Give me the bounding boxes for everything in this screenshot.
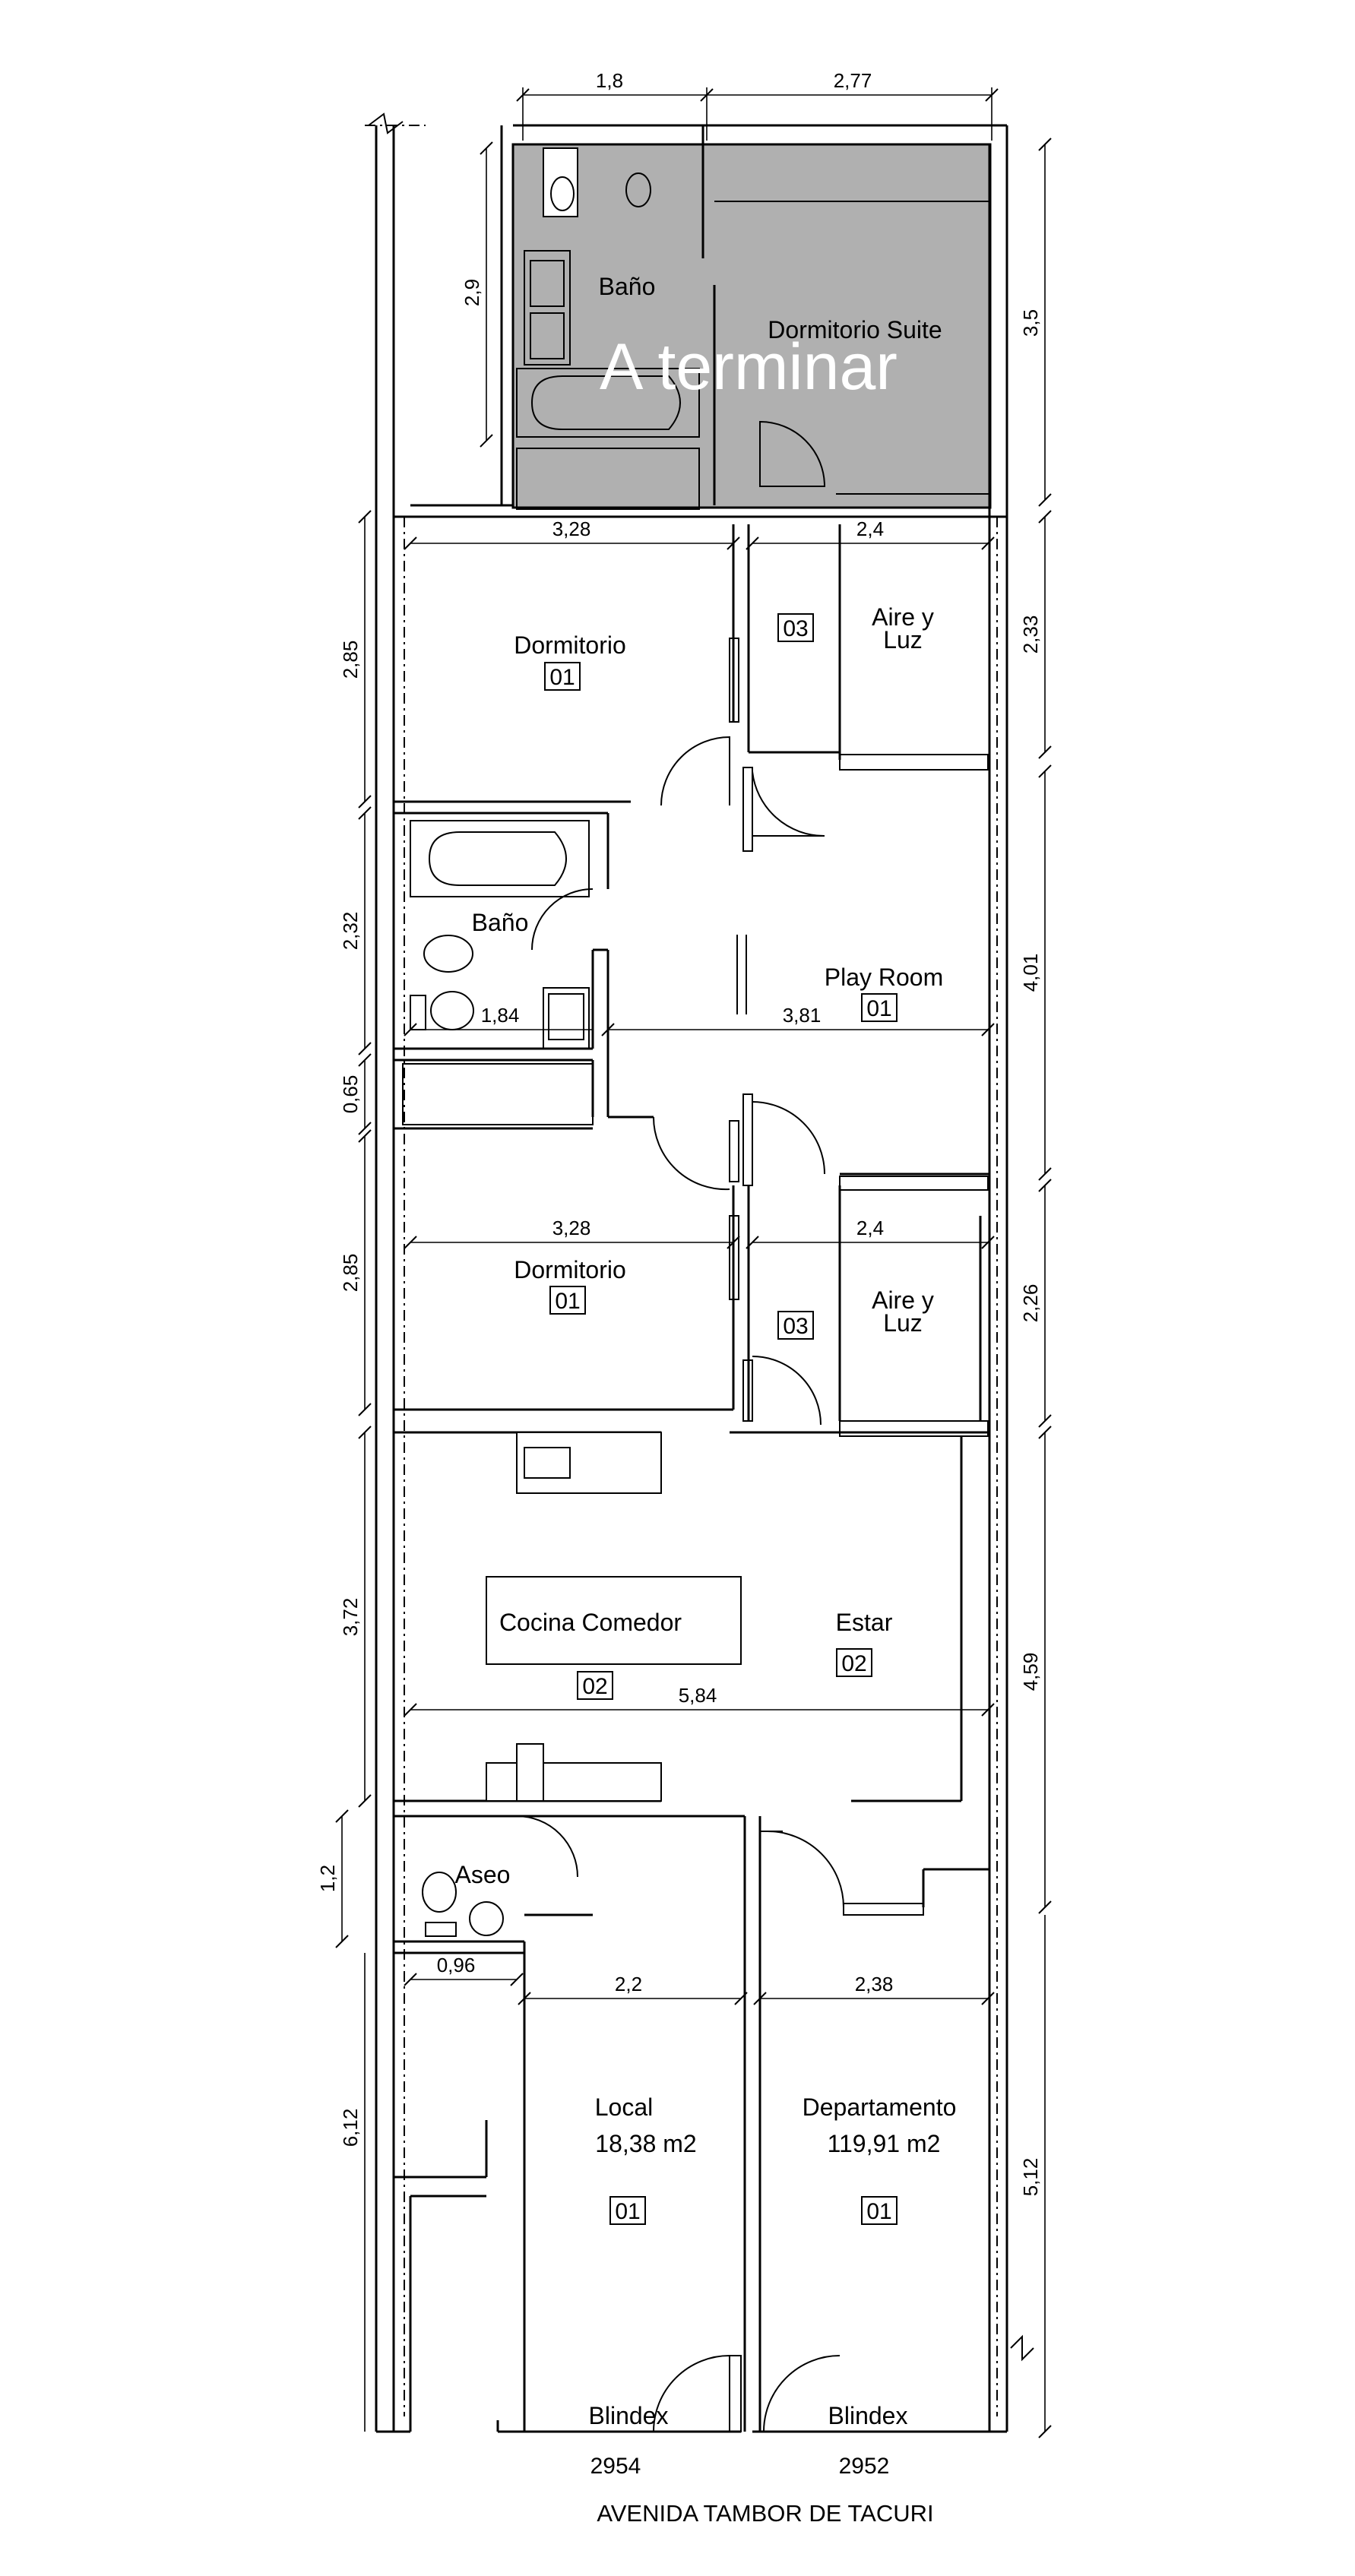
dim-dorm1-height: 2,85 (339, 641, 362, 679)
dim-play-width: 3,81 (783, 1004, 822, 1027)
label-cocina-comedor: Cocina Comedor (499, 1609, 682, 1636)
dim-play-height: 4,01 (1019, 954, 1042, 992)
dim-aire2-height: 2,26 (1019, 1284, 1042, 1323)
code-local: 01 (615, 2199, 640, 2224)
dim-bano2-width: 1,84 (481, 1004, 520, 1027)
label-aire-luz-1a: Aire y (872, 603, 934, 631)
label-aire-luz-2a: Aire y (872, 1286, 934, 1314)
label-blindex-1: Blindex (589, 2402, 669, 2429)
dim-closet-height: 0,65 (339, 1075, 362, 1114)
dim-estar-height: 4,59 (1019, 1653, 1042, 1691)
label-bano-suite: Baño (599, 273, 656, 300)
unfinished-area (511, 143, 992, 509)
code-aire-luz-1: 03 (783, 616, 808, 641)
street-number-right: 2952 (839, 2454, 890, 2479)
code-departamento: 01 (866, 2199, 891, 2224)
overlay-a-terminar: A terminar (600, 331, 898, 403)
code-aire-luz-2: 03 (783, 1314, 808, 1339)
fixtures (402, 147, 742, 1937)
code-cocina: 02 (582, 1674, 607, 1699)
dim-depto-height: 5,12 (1019, 2158, 1042, 2197)
dim-aire1-height: 2,33 (1019, 616, 1042, 654)
label-dormitorio-2: Dormitorio (514, 1256, 626, 1283)
label-blindex-2: Blindex (828, 2402, 908, 2429)
label-departamento-area: 119,91 m2 (828, 2130, 941, 2157)
label-aire-luz-2b: Luz (883, 1309, 923, 1337)
dim-bano2-height: 2,32 (339, 912, 362, 951)
code-dormitorio-2: 01 (555, 1289, 580, 1314)
dim-aseo-width: 0,96 (437, 1954, 476, 1976)
label-dormitorio-1: Dormitorio (514, 631, 626, 659)
dim-local-height: 6,12 (339, 2109, 362, 2147)
code-estar: 02 (841, 1651, 866, 1676)
street-number-left: 2954 (590, 2454, 641, 2479)
label-estar: Estar (836, 1609, 893, 1636)
label-play-room: Play Room (825, 964, 944, 991)
doors (516, 420, 844, 2432)
dim-local-width: 2,2 (615, 1973, 642, 1995)
label-local: Local (595, 2093, 654, 2121)
dim-aseo-height: 1,2 (316, 1865, 339, 1892)
street-name: AVENIDA TAMBOR DE TACURI (597, 2500, 933, 2527)
code-dormitorio-1: 01 (549, 665, 575, 690)
dim-cocina-width: 5,84 (679, 1684, 717, 1707)
dim-dorm2-height: 2,85 (339, 1254, 362, 1293)
outer-walls (365, 112, 1008, 2433)
label-bano-2: Baño (472, 909, 529, 936)
dim-suite-bano-height: 2,9 (461, 279, 483, 306)
label-aire-luz-1b: Luz (883, 626, 923, 653)
dim-aire1-width: 2,4 (856, 517, 884, 540)
label-departamento: Departamento (803, 2093, 957, 2121)
dim-top-right: 2,77 (834, 69, 872, 92)
dimension-lines (335, 87, 1052, 2438)
label-local-area: 18,38 m2 (595, 2130, 696, 2157)
dim-suite-height: 3,5 (1019, 309, 1042, 337)
dim-dorm2-width: 3,28 (552, 1217, 591, 1239)
dim-top-left: 1,8 (596, 69, 623, 92)
label-aseo: Aseo (455, 1861, 511, 1888)
interior-walls (394, 125, 1007, 2432)
label-dormitorio-suite: Dormitorio Suite (768, 316, 942, 343)
dim-depto-width: 2,38 (855, 1973, 894, 1995)
street-info: 2954 2952 AVENIDA TAMBOR DE TACURI (590, 2454, 934, 2527)
dim-aire2-width: 2,4 (856, 1217, 884, 1239)
dim-cocina-height: 3,72 (339, 1598, 362, 1637)
dimension-labels: 1,8 2,77 2,9 3,5 3,28 2,4 2,85 2,33 2,32… (316, 69, 1042, 2196)
room-labels: A terminar Baño Dormitorio Suite Dormito… (455, 273, 957, 2429)
dim-dorm1-width: 3,28 (552, 517, 591, 540)
code-play-room: 01 (866, 996, 891, 1021)
